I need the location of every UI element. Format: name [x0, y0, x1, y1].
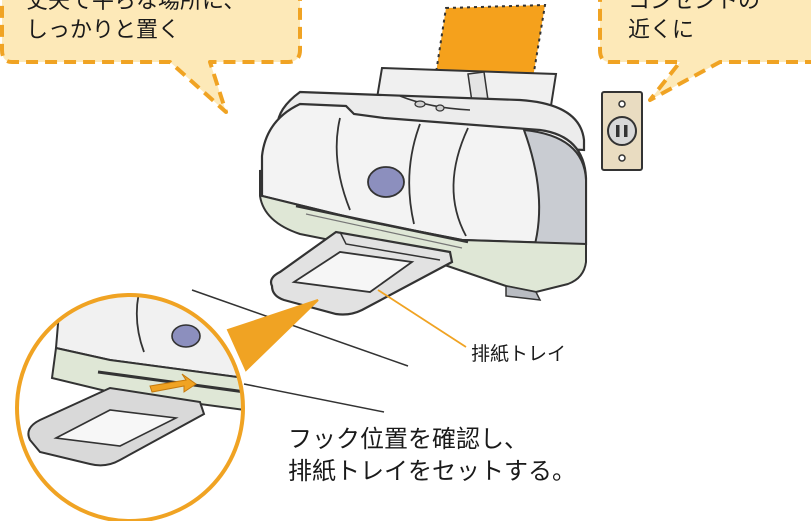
- callout-bubble-right: [598, 0, 811, 102]
- output-tray-label: 排紙トレイ: [471, 343, 567, 365]
- output-tray: [269, 230, 454, 316]
- printer: [259, 66, 588, 301]
- zoom-guide-lines: [191, 289, 409, 413]
- callout-left-line1: 丈夫で平らな場所に、: [26, 0, 246, 14]
- wall-outlet-icon: [601, 91, 643, 171]
- zoom-detail: [15, 293, 319, 521]
- callout-right-line1: コンセントの: [628, 0, 761, 14]
- callout-right-line2: 近くに: [628, 18, 695, 43]
- callout-bubble-left: [0, 0, 302, 114]
- callout-left-line2: しっかりと置く: [26, 18, 181, 43]
- instruction-line1: フック位置を確認し、: [288, 425, 528, 453]
- instruction-line2: 排紙トレイをセットする。: [288, 457, 576, 485]
- output-tray-leader: [377, 289, 467, 348]
